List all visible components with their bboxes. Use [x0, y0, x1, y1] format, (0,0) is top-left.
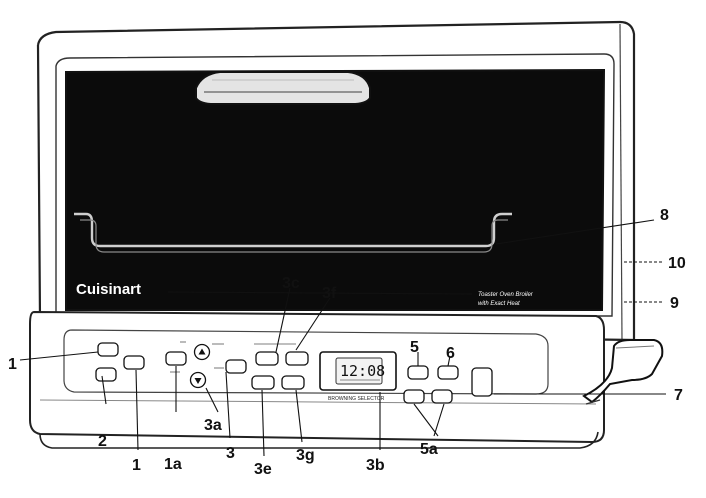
function-button-3f[interactable]: [285, 351, 309, 366]
callout-3g: 3g: [296, 447, 315, 464]
glass-door: [65, 68, 606, 311]
function-button-6[interactable]: [437, 365, 459, 380]
function-button-center-left[interactable]: [165, 351, 187, 366]
callout-3b: 3b: [366, 457, 385, 474]
callout-1-top: 1: [8, 356, 17, 373]
callout-3e: 3e: [254, 461, 272, 478]
model-line-2: with Exact Heat: [478, 301, 520, 307]
function-button-3g[interactable]: [281, 375, 305, 390]
browning-selector-caption: BROWNING SELECTOR: [328, 396, 385, 402]
callout-5: 5: [410, 339, 419, 356]
control-panel: [29, 310, 605, 444]
callout-8: 8: [660, 207, 669, 224]
brand-logo: Cuisinart: [76, 281, 141, 298]
buttons: [95, 342, 493, 404]
leader-lines: [19, 219, 666, 457]
side-lever[interactable]: [582, 339, 664, 404]
callout-3f: 3f: [322, 285, 337, 302]
function-button-3e[interactable]: [251, 375, 275, 390]
callout-3a: 3a: [204, 417, 222, 434]
button-label-marks: [170, 341, 296, 373]
function-button-5a-right[interactable]: [431, 389, 453, 404]
model-line-1: Toaster Oven Broiler: [478, 292, 534, 298]
brand-area: Cuisinart Toaster Oven Broiler with Exac…: [76, 281, 534, 307]
function-button-left-middle[interactable]: [123, 355, 145, 370]
callout-7: 7: [674, 387, 683, 404]
up-arrow-icon: [198, 348, 206, 355]
base: [39, 399, 601, 449]
rack-line: [74, 212, 512, 248]
function-button-5[interactable]: [407, 365, 429, 380]
door-handle[interactable]: [195, 71, 371, 105]
function-button-5a-left[interactable]: [403, 389, 425, 404]
callout-9: 9: [670, 295, 679, 312]
callout-10: 10: [668, 255, 686, 272]
start-stop-button[interactable]: [471, 367, 493, 397]
callout-2: 2: [98, 433, 107, 450]
callout-5a: 5a: [420, 441, 438, 458]
function-button-3c[interactable]: [255, 351, 279, 366]
callout-3: 3: [226, 445, 235, 462]
callout-labels: 1 2 1 1a 3a 3 3e 3g 3c 3f 3b 5 6 5a 7 8 …: [8, 207, 686, 478]
callout-6: 6: [446, 345, 455, 362]
start-button[interactable]: [225, 359, 247, 374]
callout-1a: 1a: [164, 456, 182, 473]
display-clock: 12:08: [340, 362, 385, 380]
callout-1-bottom: 1: [132, 457, 141, 474]
lcd-display: 12:08 BROWNING SELECTOR: [319, 351, 397, 402]
function-button-top-left[interactable]: [97, 342, 119, 357]
function-button-bottom-left[interactable]: [95, 367, 117, 382]
down-arrow-icon: [194, 378, 202, 384]
callout-3c: 3c: [282, 275, 300, 292]
